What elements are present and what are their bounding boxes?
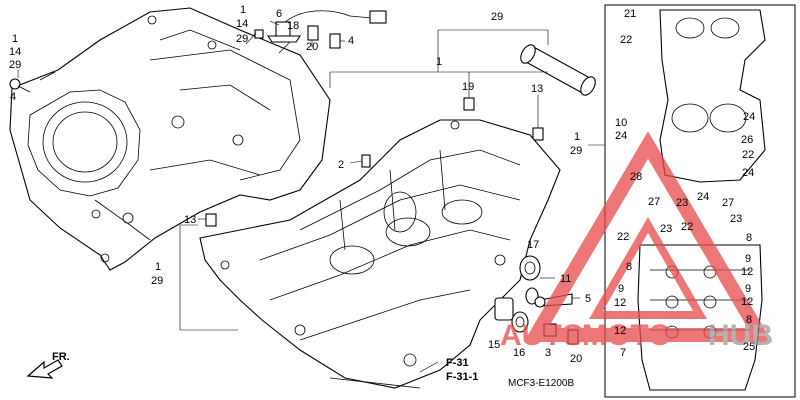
callout: 24 [697,191,709,203]
watermark: AUTO MOTO HUB [500,131,773,352]
callout: 8 [746,232,752,244]
callout: 19 [462,81,474,93]
callout: 4 [10,91,16,103]
callout: 1 [240,4,246,16]
callout: 16 [513,347,525,359]
dowel-13b [205,213,217,227]
callout: 29 [491,11,503,23]
callout: 27 [722,197,734,209]
callout: 13 [184,214,196,226]
callout: 24 [742,167,754,179]
callout: 22 [742,149,754,161]
callout: 4 [348,35,354,47]
callout: 2 [338,159,344,171]
front-direction-indicator: FR. [26,351,70,379]
callout: 12 [741,266,753,278]
callout: 1 [574,131,580,143]
callout: 24 [615,130,627,142]
leader-lines [17,20,605,373]
callout-labels: 1 14 29 4 1 14 29 6 18 20 4 29 1 19 13 2… [9,4,755,383]
callout: 25 [743,341,755,353]
reference-label: F-31-1 [446,371,478,383]
callout: 12 [741,296,753,308]
callout: 18 [287,20,299,32]
callout: 26 [741,134,753,146]
callout: 12 [614,325,626,337]
callout: 6 [276,8,282,20]
callout: 23 [730,213,742,225]
callout: 8 [746,314,752,326]
callout: 5 [585,293,591,305]
callout: 9 [745,253,751,265]
upper-crankcase [9,7,331,271]
callout: 11 [560,273,571,285]
reference-label: F-31 [446,357,469,369]
callout: 29 [236,33,248,45]
callout: 3 [545,347,551,359]
callout: 29 [570,145,582,157]
callout: 29 [9,59,21,71]
callout: 22 [620,34,632,46]
callout: 22 [681,221,693,233]
callout: 20 [570,353,582,365]
watermark-triangle [523,131,773,342]
callout: 12 [614,297,626,309]
callout: 7 [620,347,626,359]
tube-part [520,44,596,96]
callout: 17 [527,239,539,251]
callout: 21 [624,8,636,20]
dowel-19 [463,97,475,111]
callout: 14 [9,46,21,58]
front-label: FR. [52,351,70,363]
lower-crankcase [199,119,561,389]
callout: 1 [155,261,161,273]
callout: 23 [676,197,688,209]
watermark-text-hub: HUB [708,319,773,352]
small-parts [494,255,579,345]
callout: 23 [660,223,672,235]
callout: 13 [531,83,543,95]
callout: 9 [618,283,624,295]
watermark-text-auto: AUTO [500,319,584,352]
callout: 15 [488,339,500,351]
diagram-code: MCF3-E1200B [508,378,574,389]
callout: 1 [12,33,18,45]
watermark-text-moto: MOTO [582,319,671,352]
callout: 27 [648,196,660,208]
callout: 29 [151,275,163,287]
callout: 9 [745,283,751,295]
sensor-assembly [254,10,387,49]
callout: 22 [617,231,629,243]
front-arrow-icon [26,359,63,379]
callout: 28 [630,171,642,183]
callout: 10 [615,117,627,129]
callout: 1 [436,56,442,68]
dowel-13a [532,127,544,141]
callout: 24 [743,111,755,123]
callout: 20 [306,41,318,53]
callout: 8 [626,261,632,273]
callout: 14 [236,18,248,30]
